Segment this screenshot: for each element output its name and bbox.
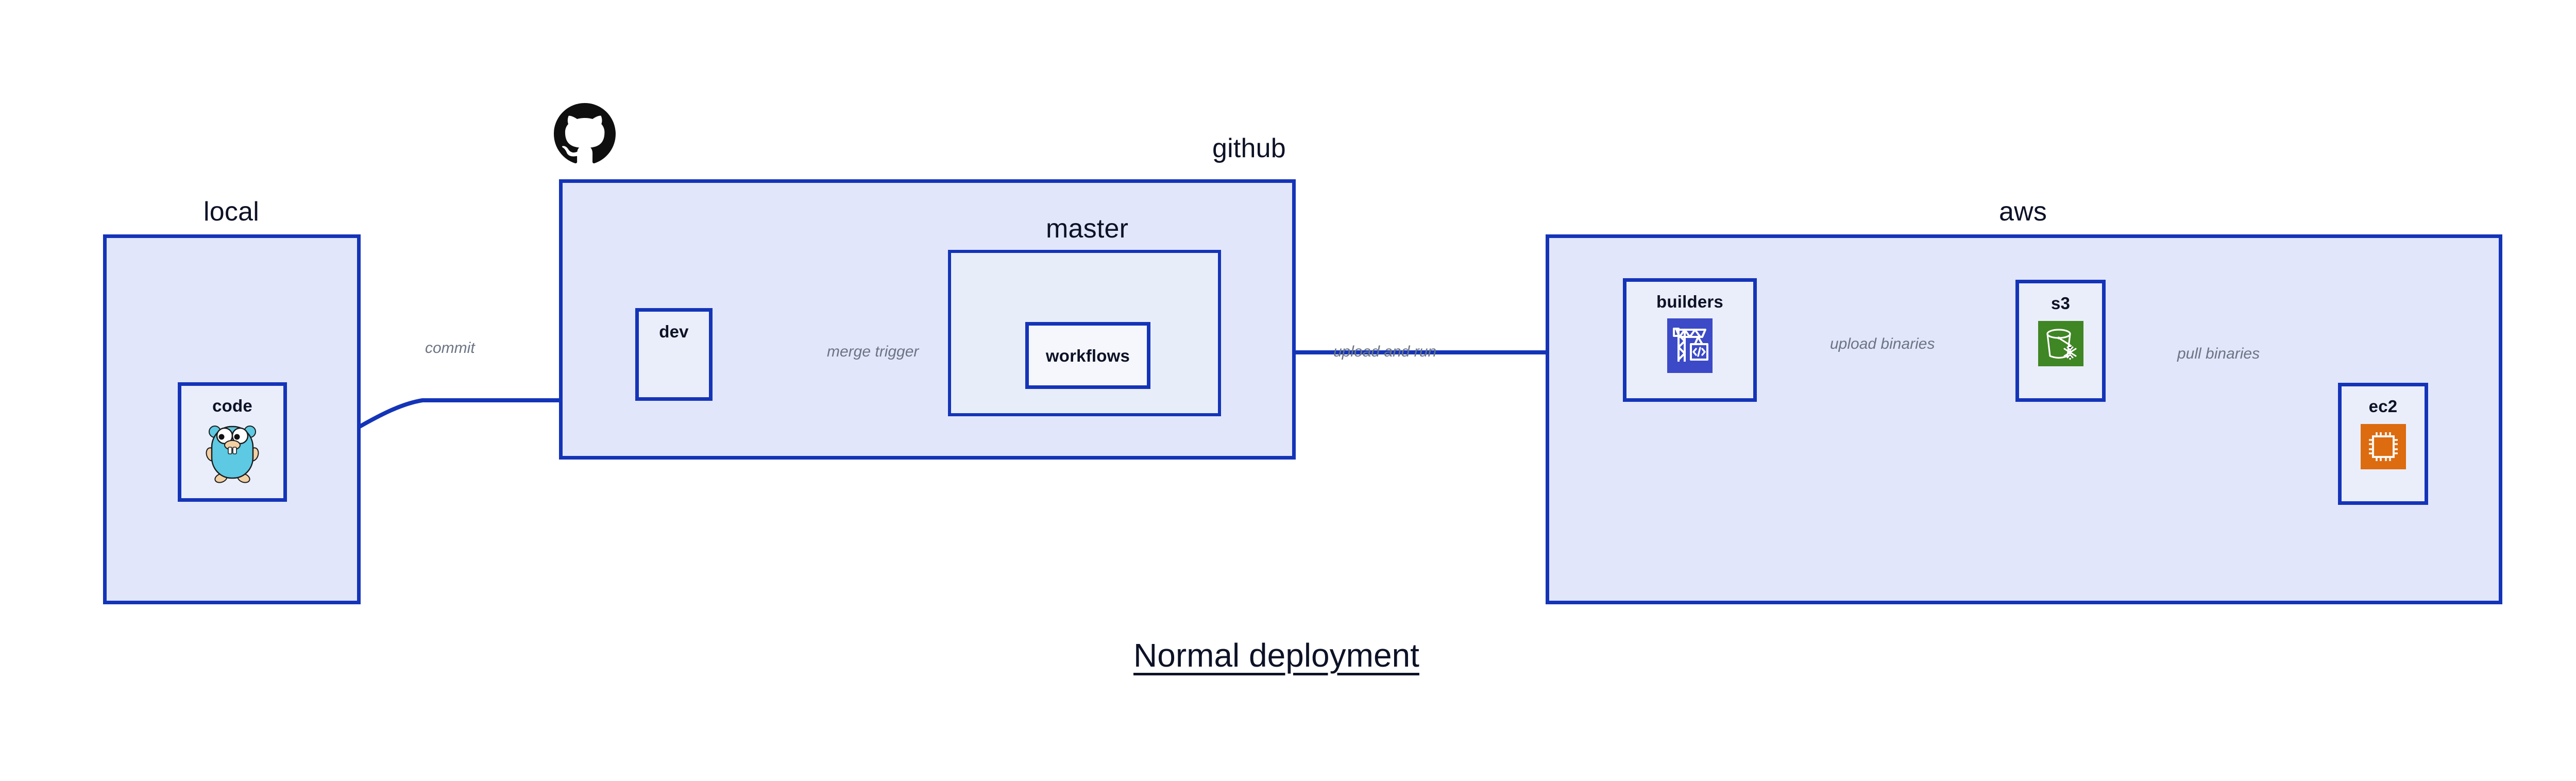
node-label-s3: s3 <box>2050 294 2071 313</box>
node-label-code: code <box>212 396 252 415</box>
group-label-github: github <box>1212 133 1286 163</box>
aws-s3-glacier-icon <box>2038 321 2083 366</box>
edge-label-upload-binaries: upload binaries <box>1830 335 1935 352</box>
aws-ec2-icon <box>2360 424 2406 469</box>
aws-codebuild-icon <box>1667 318 1713 373</box>
node-s3[interactable]: s3 <box>2015 280 2106 402</box>
edge-label-merge-trigger: merge trigger <box>827 343 919 360</box>
node-label-ec2: ec2 <box>2368 397 2398 416</box>
node-code[interactable]: code <box>178 382 287 502</box>
node-workflows[interactable]: workflows <box>1025 322 1150 389</box>
page-title: Normal deployment <box>1133 637 1419 674</box>
node-label-builders: builders <box>1656 292 1723 311</box>
edge-label-pull-binaries: pull binaries <box>2177 345 2260 362</box>
group-label-aws: aws <box>1999 197 2047 227</box>
node-dev[interactable]: dev <box>635 308 713 401</box>
node-label-dev: dev <box>659 322 689 341</box>
edge-label-commit: commit <box>425 339 475 356</box>
go-gopher-icon <box>206 426 259 483</box>
edge-label-upload-and-run: upload and run <box>1333 343 1437 360</box>
group-label-master: master <box>1046 214 1129 244</box>
group-label-local: local <box>204 197 259 227</box>
github-octocat-icon <box>554 103 616 164</box>
node-ec2[interactable]: ec2 <box>2338 383 2428 505</box>
node-builders[interactable]: builders <box>1623 278 1757 402</box>
node-label-workflows: workflows <box>1045 346 1130 365</box>
